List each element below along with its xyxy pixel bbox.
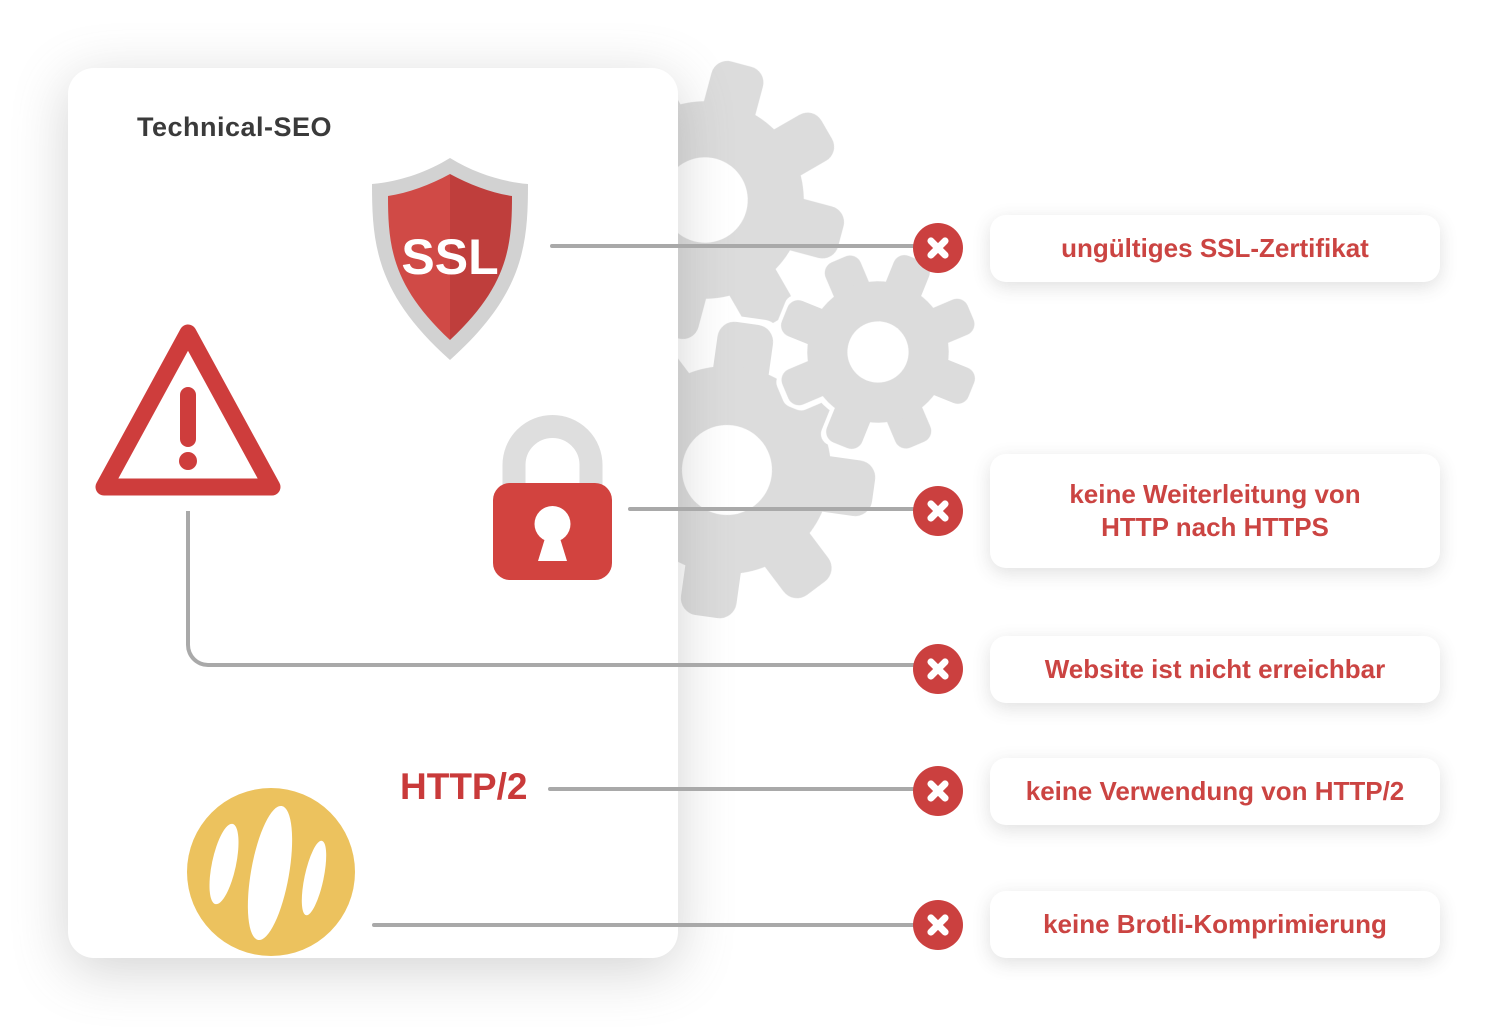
issue-label: ungültiges SSL-Zertifikat [1061, 232, 1369, 263]
issue-box-no-brotli: keine Brotli-Komprimierung [990, 891, 1440, 958]
connector-line-warning [186, 511, 918, 667]
connector-line-http2 [548, 787, 918, 791]
issue-box-website-unreachable: Website ist nicht erreichbar [990, 636, 1440, 703]
error-x-icon [913, 486, 963, 536]
issue-label: Website ist nicht erreichbar [1044, 653, 1386, 684]
issue-box-no-http2: keine Verwendung von HTTP/2 [990, 758, 1440, 825]
issue-label-line2: HTTP nach HTTPS [1101, 512, 1329, 542]
http2-label: HTTP/2 [400, 766, 528, 807]
issue-box-http-redirect: keine Weiterleitung von HTTP nach HTTPS [990, 454, 1440, 568]
connector-line-lock [628, 507, 918, 511]
gear-middle-icon [746, 220, 1010, 484]
connector-line-brotli [372, 923, 918, 927]
error-x-icon [913, 900, 963, 950]
card-title: Technical-SEO [137, 112, 333, 142]
ssl-shield-label: SSL [401, 229, 498, 285]
issue-label: keine Verwendung von HTTP/2 [1025, 775, 1405, 806]
brotli-bread-icon [187, 788, 355, 956]
error-x-icon [913, 223, 963, 273]
connector-line-ssl [550, 244, 918, 248]
error-x-icon [913, 644, 963, 694]
error-x-icon [913, 766, 963, 816]
issue-box-ssl-certificate: ungültiges SSL-Zertifikat [990, 215, 1440, 282]
issue-label-line1: keine Weiterleitung von [1069, 478, 1361, 509]
ssl-shield-icon: SSL [372, 158, 528, 360]
warning-icon [95, 324, 281, 496]
https-lock-icon [493, 415, 612, 580]
issue-label: keine Brotli-Komprimierung [1043, 908, 1387, 939]
